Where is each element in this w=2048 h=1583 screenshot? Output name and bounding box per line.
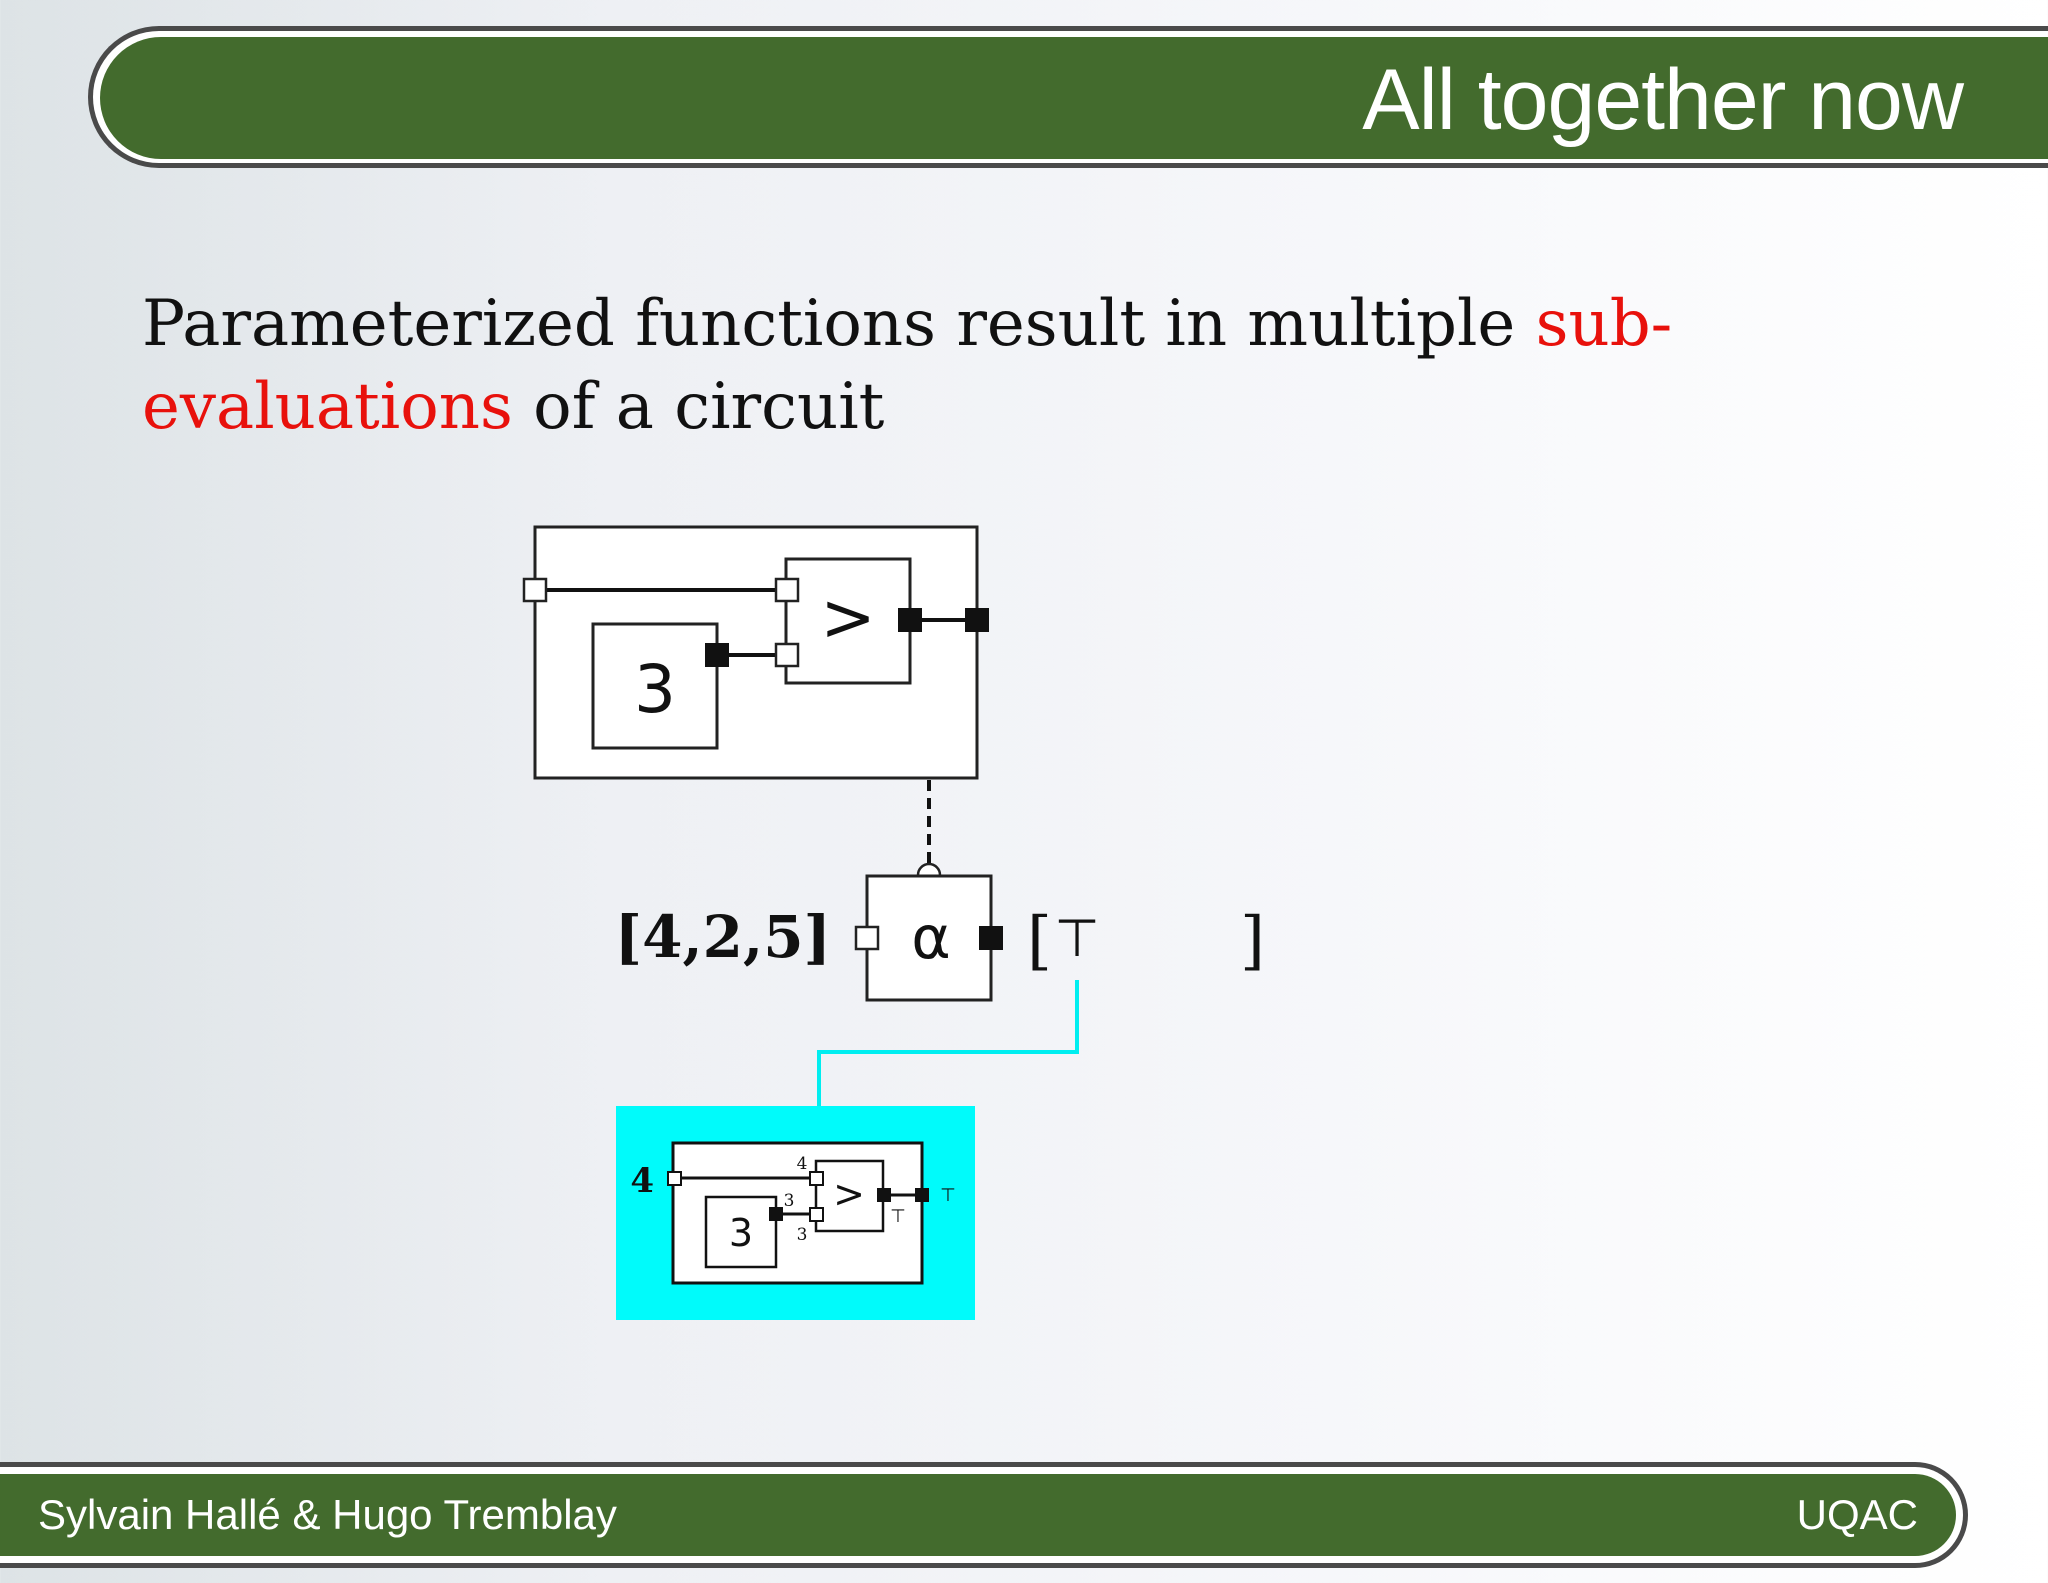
footer-authors: Sylvain Hallé & Hugo Tremblay <box>38 1491 617 1538</box>
sub-input-value: 4 <box>630 1161 654 1201</box>
sub-bottom-in-label: 3 <box>797 1225 808 1245</box>
sub-comparator-port-bottom <box>809 1207 824 1222</box>
sub-comparator-port-top <box>809 1171 824 1186</box>
comparator-symbol: > <box>820 579 875 656</box>
sub-input-port <box>667 1171 682 1186</box>
outer-output-port <box>965 608 989 632</box>
comparator-input-port-bottom <box>774 642 800 668</box>
body-line1-accent: sub- <box>1535 287 1673 361</box>
comparator-input-port-top <box>774 577 800 603</box>
input-stream-label: [4,2,5] <box>615 903 831 971</box>
sub-constant-label: 3 <box>729 1211 753 1255</box>
sub-output-port <box>915 1188 929 1202</box>
alpha-symbol: α <box>911 903 951 973</box>
outer-input-port <box>522 577 548 603</box>
sub-top-in-label: 4 <box>797 1154 808 1174</box>
output-stream-open-bracket: [ <box>1027 904 1052 978</box>
header-band <box>100 37 2048 159</box>
constant-output-port <box>705 643 729 667</box>
constant-box <box>591 622 719 750</box>
comparator-box <box>784 557 912 685</box>
sub-evaluation-connector <box>817 980 1079 1107</box>
body-line2-accent: evaluations <box>142 370 513 444</box>
slide-title: All together now <box>1362 52 1964 148</box>
output-value-true: ⊤ <box>1054 909 1099 969</box>
sub-comp-out-label: ⊤ <box>890 1206 906 1227</box>
body-text: Parameterized functions result in multip… <box>142 283 1942 449</box>
output-stream-close-bracket: ] <box>1240 904 1265 978</box>
constant-label: 3 <box>634 651 676 728</box>
sub-constant-output-port <box>769 1207 783 1221</box>
sub-comparator-output-port <box>877 1188 891 1202</box>
sub-comparator-box <box>814 1159 885 1233</box>
alpha-input-port <box>854 925 880 951</box>
sub-comparator-symbol: > <box>833 1172 865 1216</box>
alpha-output-port <box>979 926 1003 950</box>
comparator-output-port <box>898 608 922 632</box>
sub-const-out-label: 3 <box>784 1191 795 1211</box>
body-line2-plain: of a circuit <box>512 370 885 444</box>
footer-band <box>0 1474 1956 1556</box>
sub-constant-box <box>704 1195 778 1269</box>
body-line1-plain: Parameterized functions result in multip… <box>142 287 1536 361</box>
footer-institution: UQAC <box>1796 1491 1918 1538</box>
sub-box-out-label: ⊤ <box>940 1185 956 1206</box>
